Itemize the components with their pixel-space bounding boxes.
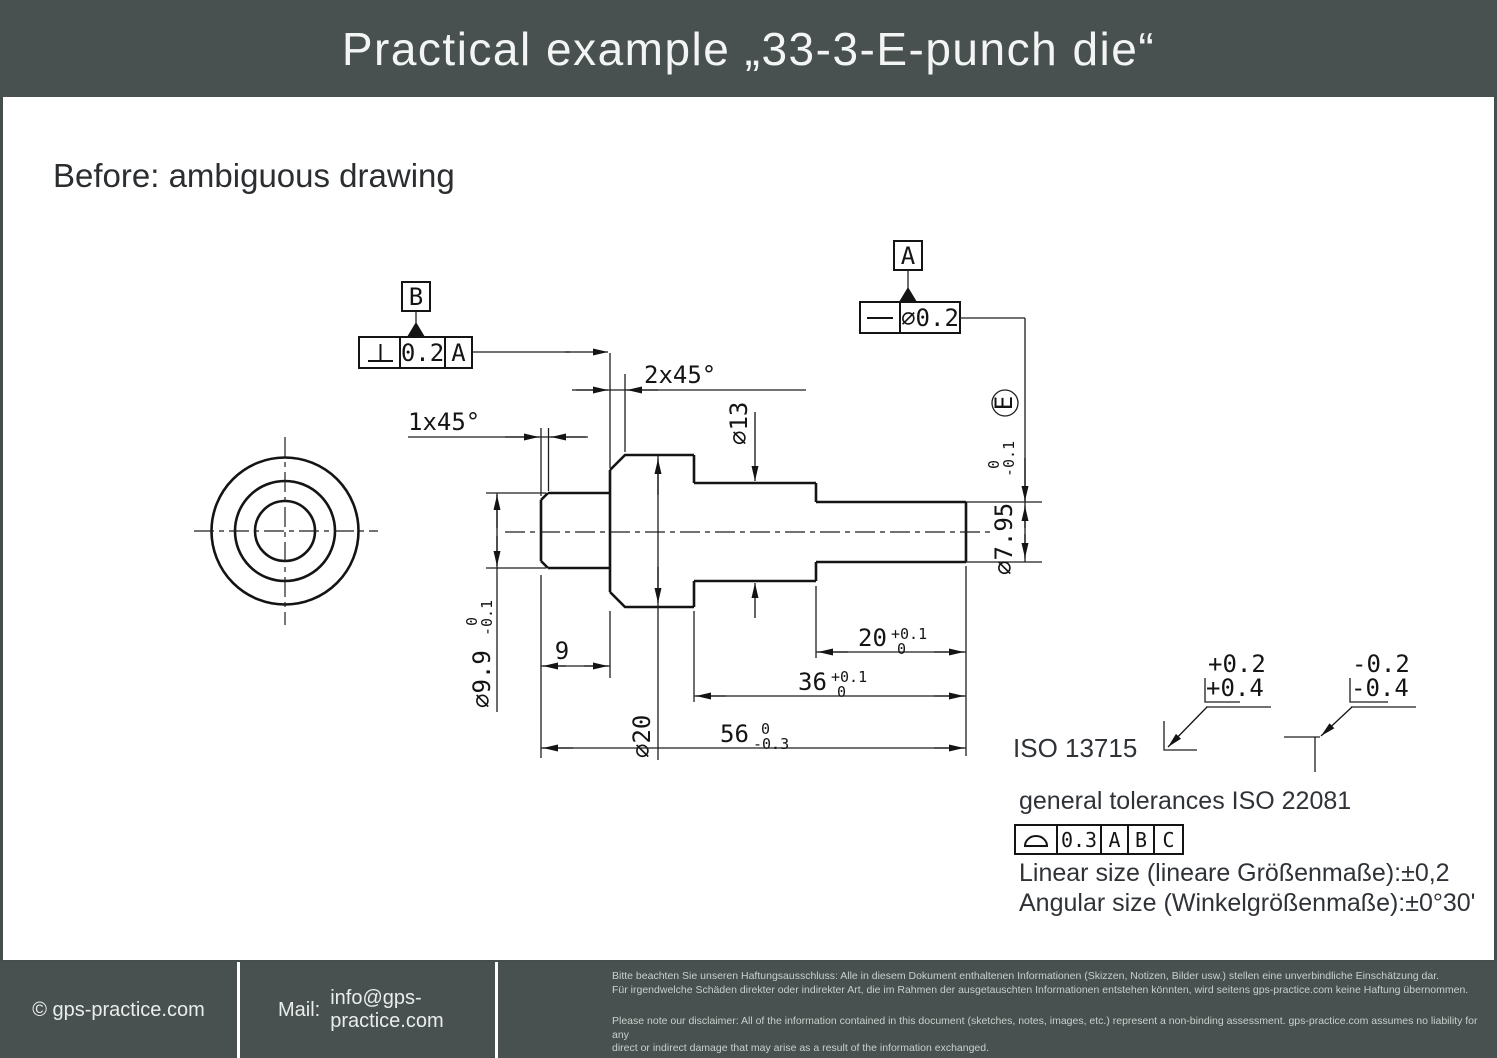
- header-band: Practical example „33-3-E-punch die“: [0, 0, 1497, 97]
- section-heading: Before: ambiguous drawing: [53, 157, 455, 194]
- tolerance-value-cell: 0.3: [1058, 824, 1102, 855]
- surface-profile-icon: [1023, 834, 1049, 847]
- surface-profile-symbol-cell: [1014, 824, 1058, 855]
- disclaimer-english-line2: direct or indirect damage that may arise…: [612, 1042, 990, 1054]
- disclaimer-german-line2: Für irgendwelche Schäden direkter oder i…: [612, 983, 1469, 996]
- footer-divider: [495, 962, 498, 1058]
- content-sheet: Before: ambiguous drawing ISO 13715 gene…: [0, 97, 1497, 962]
- general-tolerances-label: general tolerances ISO 22081: [1019, 787, 1352, 815]
- disclaimer-english-line1: Please note our disclaimer: All of the i…: [612, 1015, 1478, 1041]
- footer-band: © gps-practice.com Mail: info@gps-practi…: [0, 962, 1497, 1058]
- datum-ref-b-cell: B: [1129, 824, 1155, 855]
- disclaimer-german: Bitte beachten Sie unseren Haftungsaussc…: [612, 970, 1489, 997]
- page-title: Practical example „33-3-E-punch die“: [341, 22, 1156, 75]
- datum-ref-a-cell: A: [1102, 824, 1129, 855]
- footer-divider: [237, 962, 240, 1058]
- mail-address[interactable]: info@gps-practice.com: [330, 987, 444, 1032]
- datum-ref-c-cell: C: [1155, 824, 1184, 855]
- copyright-text: © gps-practice.com: [32, 998, 205, 1021]
- iso-13715-label: ISO 13715: [1013, 733, 1138, 763]
- general-tolerance-frame: 0.3 A B C: [1014, 824, 1184, 855]
- disclaimer-english: Please note our disclaimer: All of the i…: [612, 1015, 1489, 1056]
- disclaimer-german-line1: Bitte beachten Sie unseren Haftungsaussc…: [612, 970, 1440, 982]
- linear-size-note: Linear size (lineare Größenmaße):±0,2: [1019, 859, 1450, 887]
- disclaimer-cell: Bitte beachten Sie unseren Haftungsaussc…: [498, 962, 1497, 1058]
- mail-cell: Mail: info@gps-practice.com: [240, 962, 495, 1058]
- angular-size-note: Angular size (Winkelgrößenmaße):±0°30': [1019, 889, 1476, 917]
- mail-label: Mail:: [278, 998, 321, 1021]
